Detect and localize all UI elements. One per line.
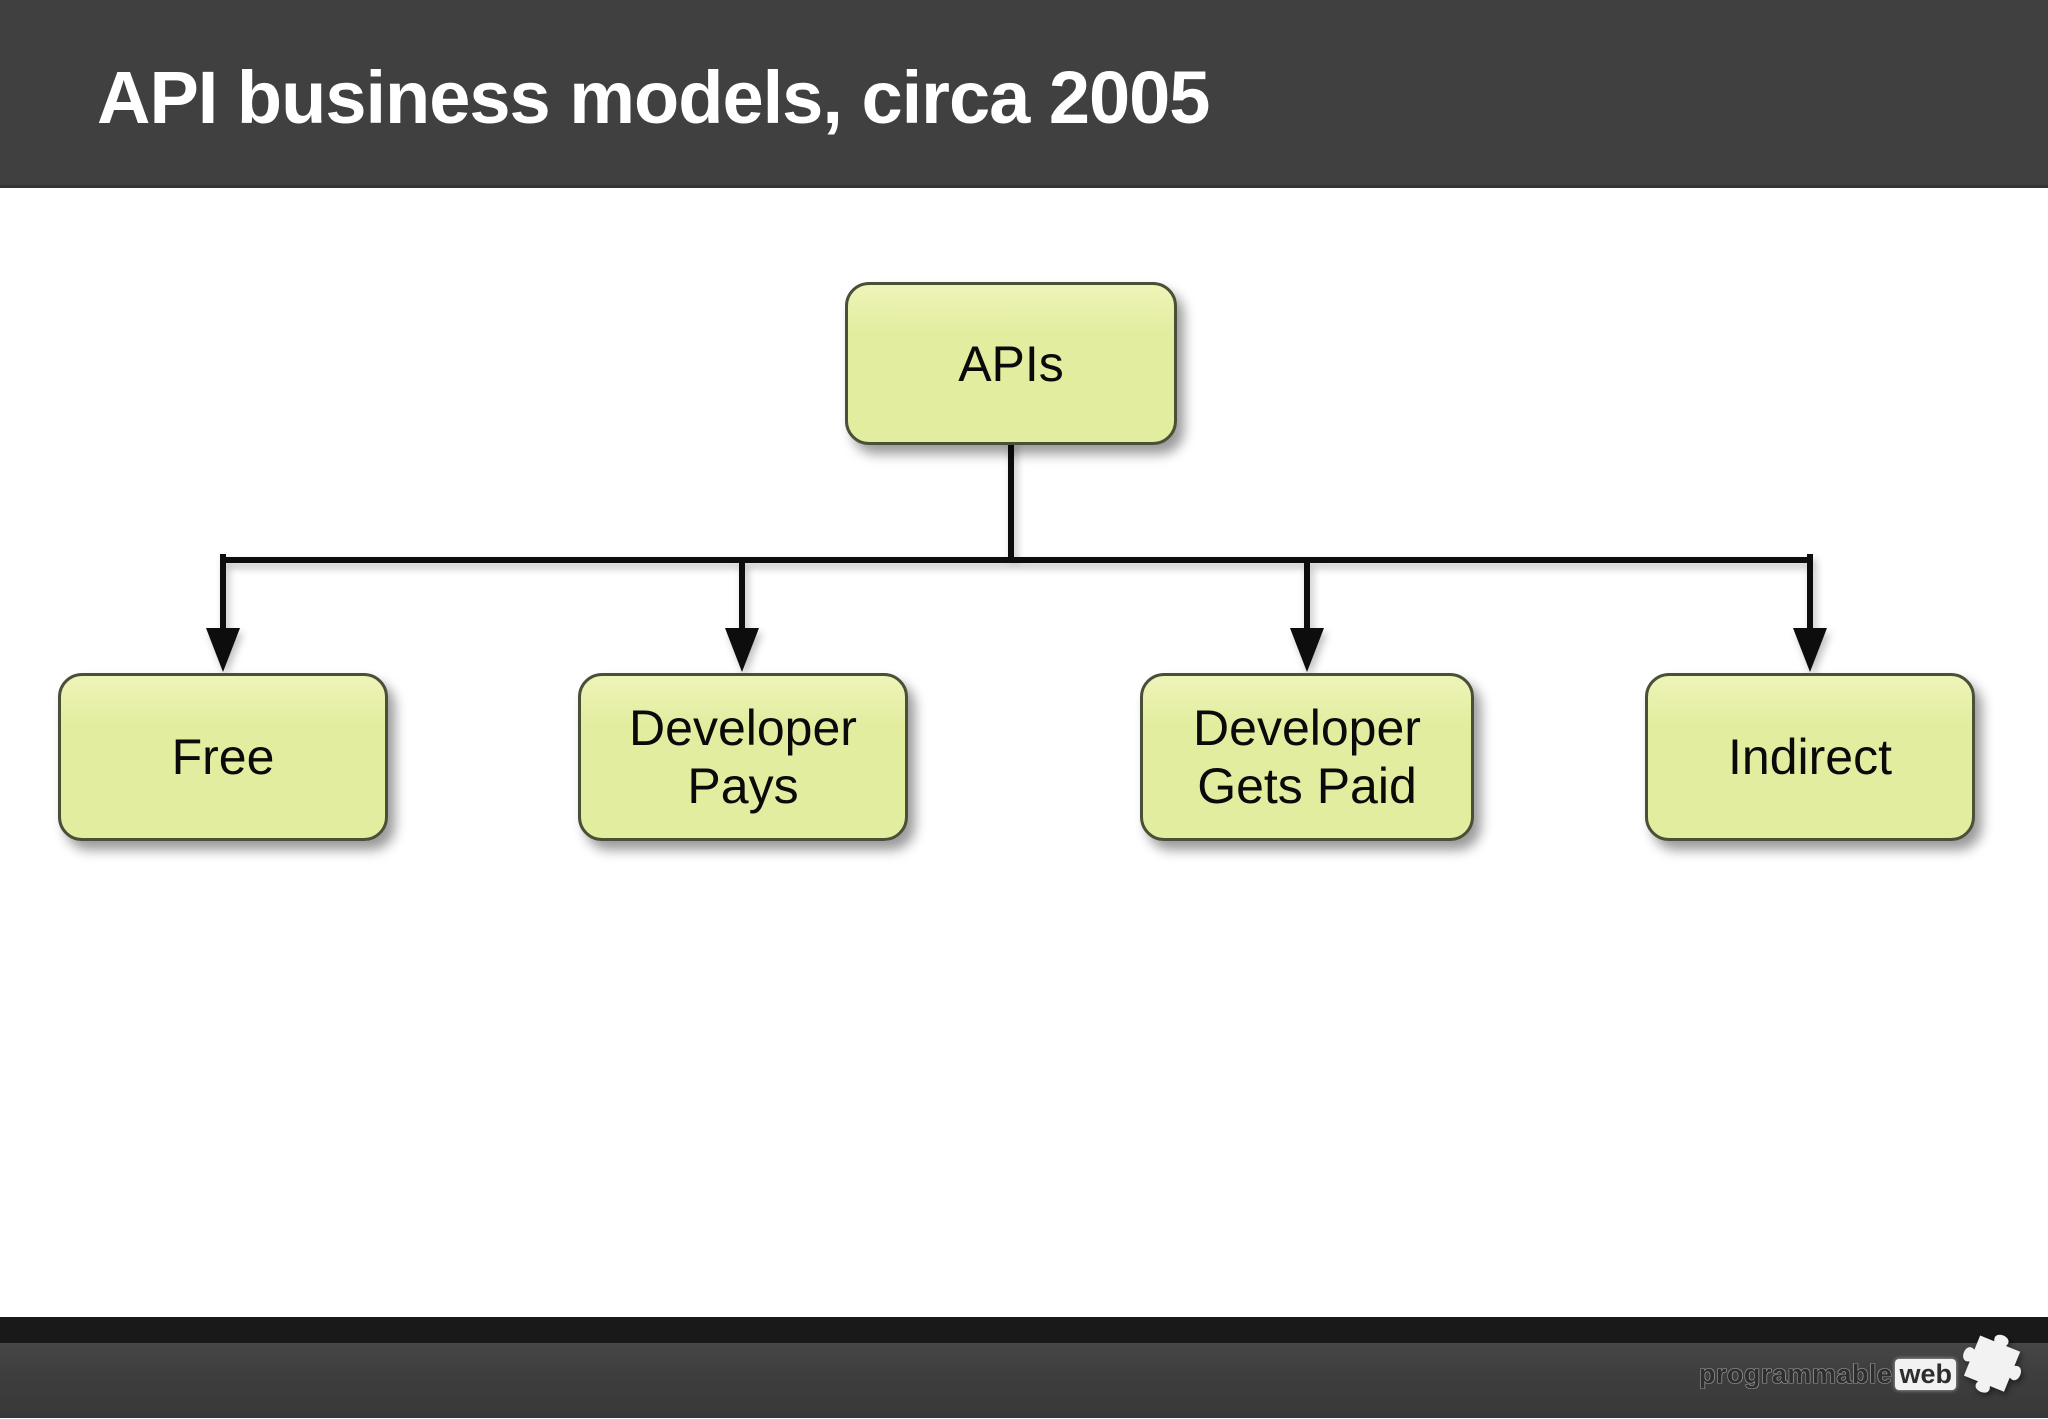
logo-text-web: web [1895,1358,1956,1390]
node-free-label-line1: Free [171,729,275,785]
footer-top-strip [0,1317,2048,1343]
node-developer-gets-paid: Developer Gets Paid [1140,673,1474,841]
node-developer-gets-paid-label-line2: Gets Paid [1197,758,1417,814]
slide-title: API business models, circa 2005 [97,56,1210,139]
node-apis-label: APIs [958,335,1064,392]
arrowhead-developer-pays [725,628,759,672]
node-indirect-label-line1: Indirect [1728,729,1892,785]
node-apis: APIs [845,282,1177,445]
puzzle-icon [1963,1334,2021,1393]
slide-header: API business models, circa 2005 [0,0,2048,188]
node-free: Free [58,673,388,841]
arrowhead-free [206,628,240,672]
node-developer-pays-label-line1: Developer [629,700,857,756]
node-developer-gets-paid-label-line1: Developer [1193,700,1421,756]
diagram-canvas: APIs Free Developer Pays Developer Gets … [0,188,2048,1317]
logo-text-programmable: programmable [1698,1358,1893,1389]
node-developer-pays: Developer Pays [578,673,908,841]
arrowhead-indirect [1793,628,1827,672]
node-developer-pays-label-line2: Pays [687,758,799,814]
arrowhead-developer-gets-paid [1290,628,1324,672]
node-indirect: Indirect [1645,673,1975,841]
